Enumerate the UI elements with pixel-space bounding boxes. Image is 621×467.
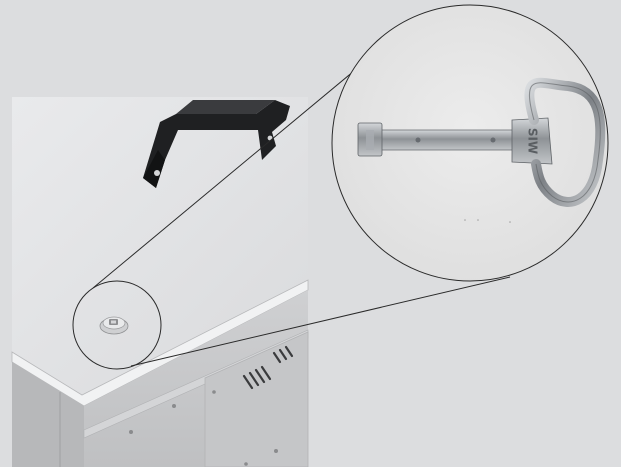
zoom-connector-upper xyxy=(92,45,385,289)
lock-cylinder xyxy=(99,316,129,335)
front-panel xyxy=(204,331,309,467)
handle-screw xyxy=(154,170,160,176)
handle xyxy=(143,100,290,188)
vent-slots xyxy=(242,345,294,390)
key: SIW xyxy=(357,77,606,223)
key-engraving: SIW xyxy=(526,128,540,154)
front-screws xyxy=(129,390,278,466)
enclosure-top-surface xyxy=(12,97,308,395)
key-shaft xyxy=(379,129,531,151)
enclosure-side-face xyxy=(12,362,84,467)
key-zoom-outline xyxy=(331,4,609,282)
zoom-connector-lower xyxy=(130,276,511,367)
lock-highlight-circle xyxy=(72,280,162,370)
